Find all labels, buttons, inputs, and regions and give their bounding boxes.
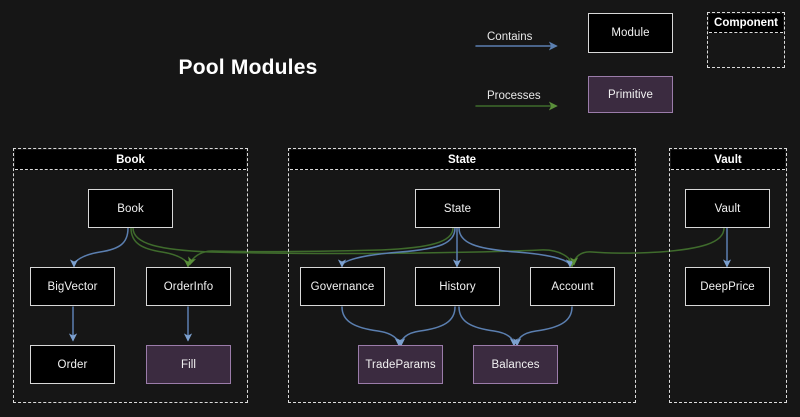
node-vault[interactable]: Vault (685, 189, 770, 228)
node-state[interactable]: State (415, 189, 500, 228)
legend-contains-label: Contains (487, 31, 533, 43)
group-label-book: Book (15, 150, 246, 170)
group-frame-state (288, 148, 636, 403)
group-frame-book (13, 148, 248, 403)
node-book[interactable]: Book (88, 189, 173, 228)
legend-processes-label: Processes (487, 90, 541, 102)
group-label-state: State (290, 150, 634, 170)
node-balances[interactable]: Balances (473, 345, 558, 384)
node-tradeparams[interactable]: TradeParams (358, 345, 443, 384)
page-title: Pool Modules (178, 56, 318, 79)
node-bigvector[interactable]: BigVector (30, 267, 115, 306)
legend-component-label: Component (709, 14, 783, 33)
group-frame-vault (669, 148, 787, 403)
node-order[interactable]: Order (30, 345, 115, 384)
node-governance[interactable]: Governance (300, 267, 385, 306)
legend-module-sample: Module (588, 13, 673, 53)
group-label-vault: Vault (671, 150, 785, 170)
node-account[interactable]: Account (530, 267, 615, 306)
node-fill[interactable]: Fill (146, 345, 231, 384)
legend-primitive-sample: Primitive (588, 76, 673, 113)
legend-component-frame (707, 12, 785, 68)
node-deepprice[interactable]: DeepPrice (685, 267, 770, 306)
node-orderinfo[interactable]: OrderInfo (146, 267, 231, 306)
node-history[interactable]: History (415, 267, 500, 306)
